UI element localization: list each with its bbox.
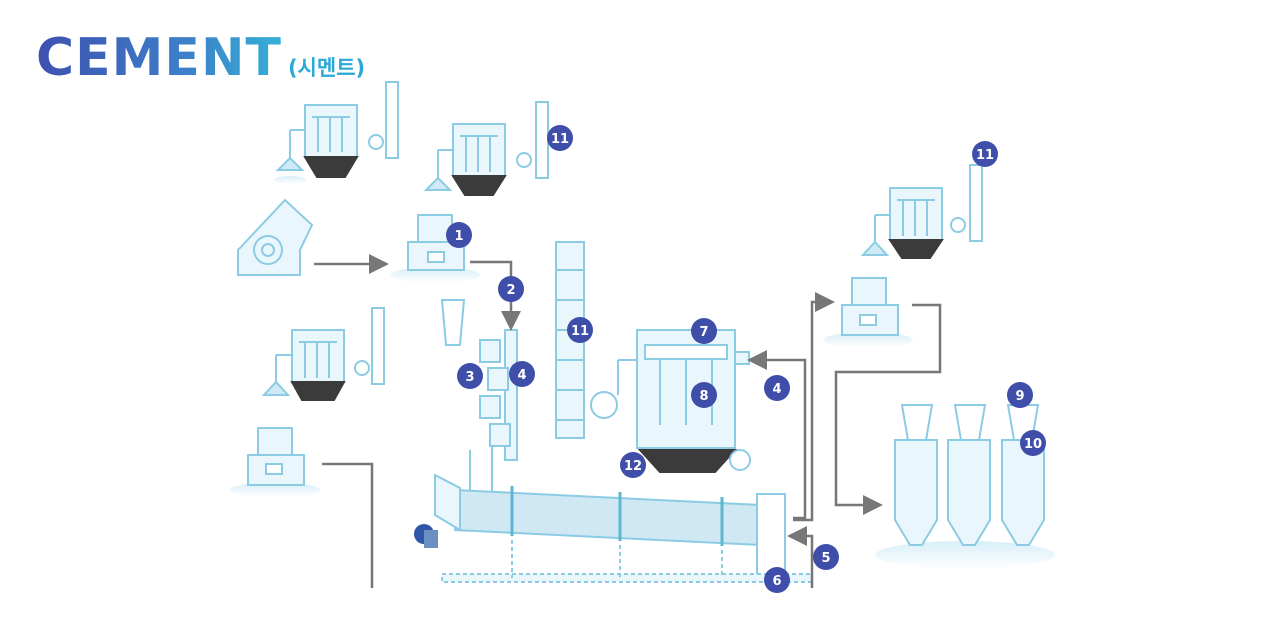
svg-text:11: 11	[976, 148, 994, 163]
svg-text:11: 11	[571, 324, 589, 339]
preheater-tower	[440, 299, 518, 492]
svg-text:9: 9	[1015, 389, 1024, 404]
svg-text:11: 11	[976, 148, 994, 163]
burner-icon	[414, 524, 438, 548]
badge-7: 7	[691, 318, 717, 344]
badge-4b: 4	[764, 375, 790, 401]
silos	[875, 404, 1055, 569]
svg-text:4: 4	[772, 382, 781, 397]
svg-text:4: 4	[517, 368, 526, 383]
badge-2: 2	[498, 276, 524, 302]
title-main: CEMENT	[36, 28, 282, 88]
svg-text:5: 5	[821, 551, 830, 566]
baghouse-unit-topleft	[274, 81, 399, 184]
badge-6: 6	[764, 567, 790, 593]
badge-10: 10	[1020, 430, 1046, 456]
svg-text:10: 10	[1024, 437, 1042, 452]
title-sub: (시멘트)	[287, 56, 366, 80]
svg-text:7: 7	[699, 325, 708, 340]
baghouse-unit-right	[860, 164, 983, 259]
kiln-baghouse	[617, 329, 751, 473]
svg-text:12: 12	[624, 459, 642, 474]
badge-3: 3	[457, 363, 483, 389]
badge-5: 5	[813, 544, 839, 570]
page-title: CEMENT (시멘트)	[36, 28, 365, 88]
badge-11c: 11	[567, 317, 593, 343]
baghouse-unit-left	[261, 307, 385, 401]
crusher	[237, 198, 314, 276]
raw-mill-2	[823, 277, 913, 348]
svg-text:2: 2	[506, 283, 515, 298]
badge-9: 9	[1007, 382, 1033, 408]
raw-mill-3	[230, 427, 320, 498]
svg-text:3: 3	[465, 370, 474, 385]
badge-12: 12	[620, 452, 646, 478]
number-badges: 1 2 3 4 4 5 6 7 8 9 10 11 11 11 11 12	[446, 125, 1046, 593]
badge-8: 8	[691, 382, 717, 408]
svg-text:6: 6	[772, 574, 781, 589]
badge-11b: 11	[972, 141, 998, 167]
rotary-kiln	[434, 473, 813, 583]
badge-11a: 11	[547, 125, 573, 151]
svg-text:8: 8	[699, 389, 708, 404]
flow-lines	[314, 254, 942, 588]
badge-1: 1	[446, 222, 472, 248]
baghouse-unit-topcenter	[423, 101, 549, 196]
badge-4a: 4	[509, 361, 535, 387]
svg-text:11: 11	[551, 132, 569, 147]
svg-text:1: 1	[454, 229, 463, 244]
